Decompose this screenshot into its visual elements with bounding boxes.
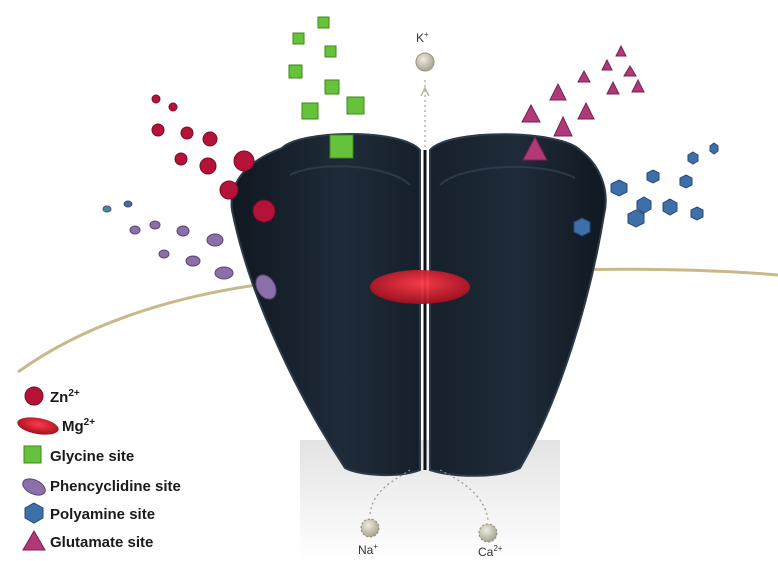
k-ion-label: K+ bbox=[416, 30, 429, 45]
glutamate-particle bbox=[578, 103, 594, 119]
glutamate-particle bbox=[578, 71, 590, 82]
polyamine-particle bbox=[680, 175, 692, 188]
zinc-particles bbox=[152, 95, 275, 222]
glutamate-particle bbox=[602, 60, 612, 70]
glutamate-triangle-icon bbox=[23, 531, 45, 550]
na-ion-icon bbox=[361, 519, 379, 537]
polyamine-particle bbox=[688, 152, 698, 164]
phencyclidine-ellipse-icon bbox=[20, 476, 48, 499]
glycine-particle bbox=[325, 46, 336, 57]
zinc-site-on-receptor bbox=[253, 200, 275, 222]
polyamine-particle bbox=[647, 170, 659, 183]
zinc-particle bbox=[203, 132, 217, 146]
receptor-left-subunit bbox=[232, 134, 420, 475]
pcp-particle bbox=[186, 256, 200, 266]
receptor-channel bbox=[232, 134, 606, 476]
polyamine-site-on-receptor bbox=[574, 218, 590, 236]
pcp-particle bbox=[124, 201, 132, 207]
zinc-particle bbox=[175, 153, 187, 165]
pcp-particle bbox=[130, 226, 140, 234]
glycine-particle bbox=[289, 65, 302, 78]
glycine-particle bbox=[293, 33, 304, 44]
polyamine-particle bbox=[710, 143, 718, 154]
glutamate-particle bbox=[616, 46, 626, 56]
k-ion-icon bbox=[416, 53, 434, 71]
polyamine-particle bbox=[611, 180, 627, 196]
zinc-particle bbox=[152, 95, 160, 103]
glutamate-particle bbox=[554, 117, 572, 136]
zinc-particle bbox=[220, 181, 238, 199]
polyamine-particle bbox=[663, 199, 677, 215]
glycine-particle bbox=[325, 80, 339, 94]
glutamate-particle bbox=[624, 66, 636, 76]
pcp-particle bbox=[207, 234, 223, 246]
zinc-particle bbox=[152, 124, 164, 136]
zinc-particle bbox=[169, 103, 177, 111]
glycine-site-on-receptor bbox=[330, 135, 353, 158]
polyamine-particle bbox=[637, 197, 651, 213]
glutamate-particle bbox=[522, 105, 540, 122]
legend-icons bbox=[16, 387, 60, 550]
magnesium-block bbox=[370, 270, 470, 304]
polyamine-particle bbox=[691, 207, 703, 220]
polyamine-particle bbox=[628, 210, 644, 227]
glutamate-particle bbox=[550, 84, 566, 100]
ca-ion-icon bbox=[479, 524, 497, 542]
receptor-right-subunit bbox=[430, 134, 606, 476]
zinc-particle bbox=[234, 151, 254, 171]
glycine-particle bbox=[318, 17, 329, 28]
pcp-particle bbox=[150, 221, 160, 229]
pcp-particle bbox=[103, 206, 111, 212]
pcp-particle bbox=[177, 226, 189, 236]
glycine-particle bbox=[347, 97, 364, 114]
glutamate-particle bbox=[632, 80, 644, 92]
ca-ion-label: Ca2+ bbox=[478, 544, 502, 559]
zinc-particle bbox=[181, 127, 193, 139]
glycine-particle bbox=[302, 103, 318, 119]
zinc-circle-icon bbox=[25, 387, 43, 405]
magnesium-ellipse-icon bbox=[16, 414, 60, 437]
glutamate-particle bbox=[607, 82, 619, 94]
polyamine-hexagon-icon bbox=[25, 503, 43, 523]
pcp-particle bbox=[159, 250, 169, 258]
zinc-particle bbox=[200, 158, 216, 174]
glycine-square-icon bbox=[24, 446, 41, 463]
na-ion-label: Na+ bbox=[358, 542, 378, 557]
pcp-particle bbox=[215, 267, 233, 279]
